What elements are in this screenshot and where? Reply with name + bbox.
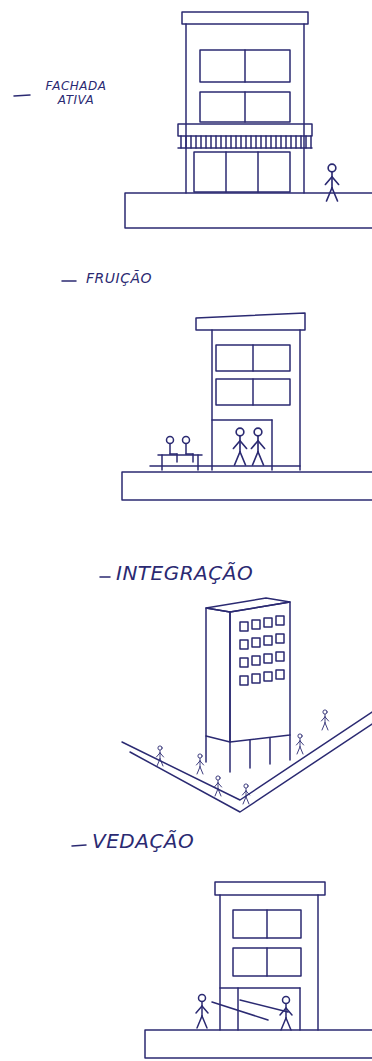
annotation-label: FRUIÇÃO <box>86 270 226 286</box>
seated-person <box>183 437 194 463</box>
building-enclosure <box>145 882 372 1058</box>
pedestrian <box>325 164 338 201</box>
annotation-label: VEDAÇÃO <box>92 830 312 853</box>
standing-person <box>280 997 292 1031</box>
building-fruition <box>122 313 372 500</box>
small-person <box>196 754 203 774</box>
small-person <box>156 746 163 766</box>
annotation-label: FACHADA ATIVA <box>34 80 118 108</box>
small-person <box>242 784 249 804</box>
standing-person <box>251 428 264 465</box>
small-person <box>321 710 328 730</box>
annotation-label: INTEGRAÇÃO <box>116 562 356 585</box>
small-person <box>214 776 221 796</box>
bullet-dashes <box>14 95 110 846</box>
standing-person <box>233 428 246 465</box>
seated-person <box>167 437 178 463</box>
small-person <box>296 734 303 754</box>
building-active-facade <box>125 12 372 228</box>
standing-person <box>196 995 208 1029</box>
tower-integration <box>122 598 372 812</box>
